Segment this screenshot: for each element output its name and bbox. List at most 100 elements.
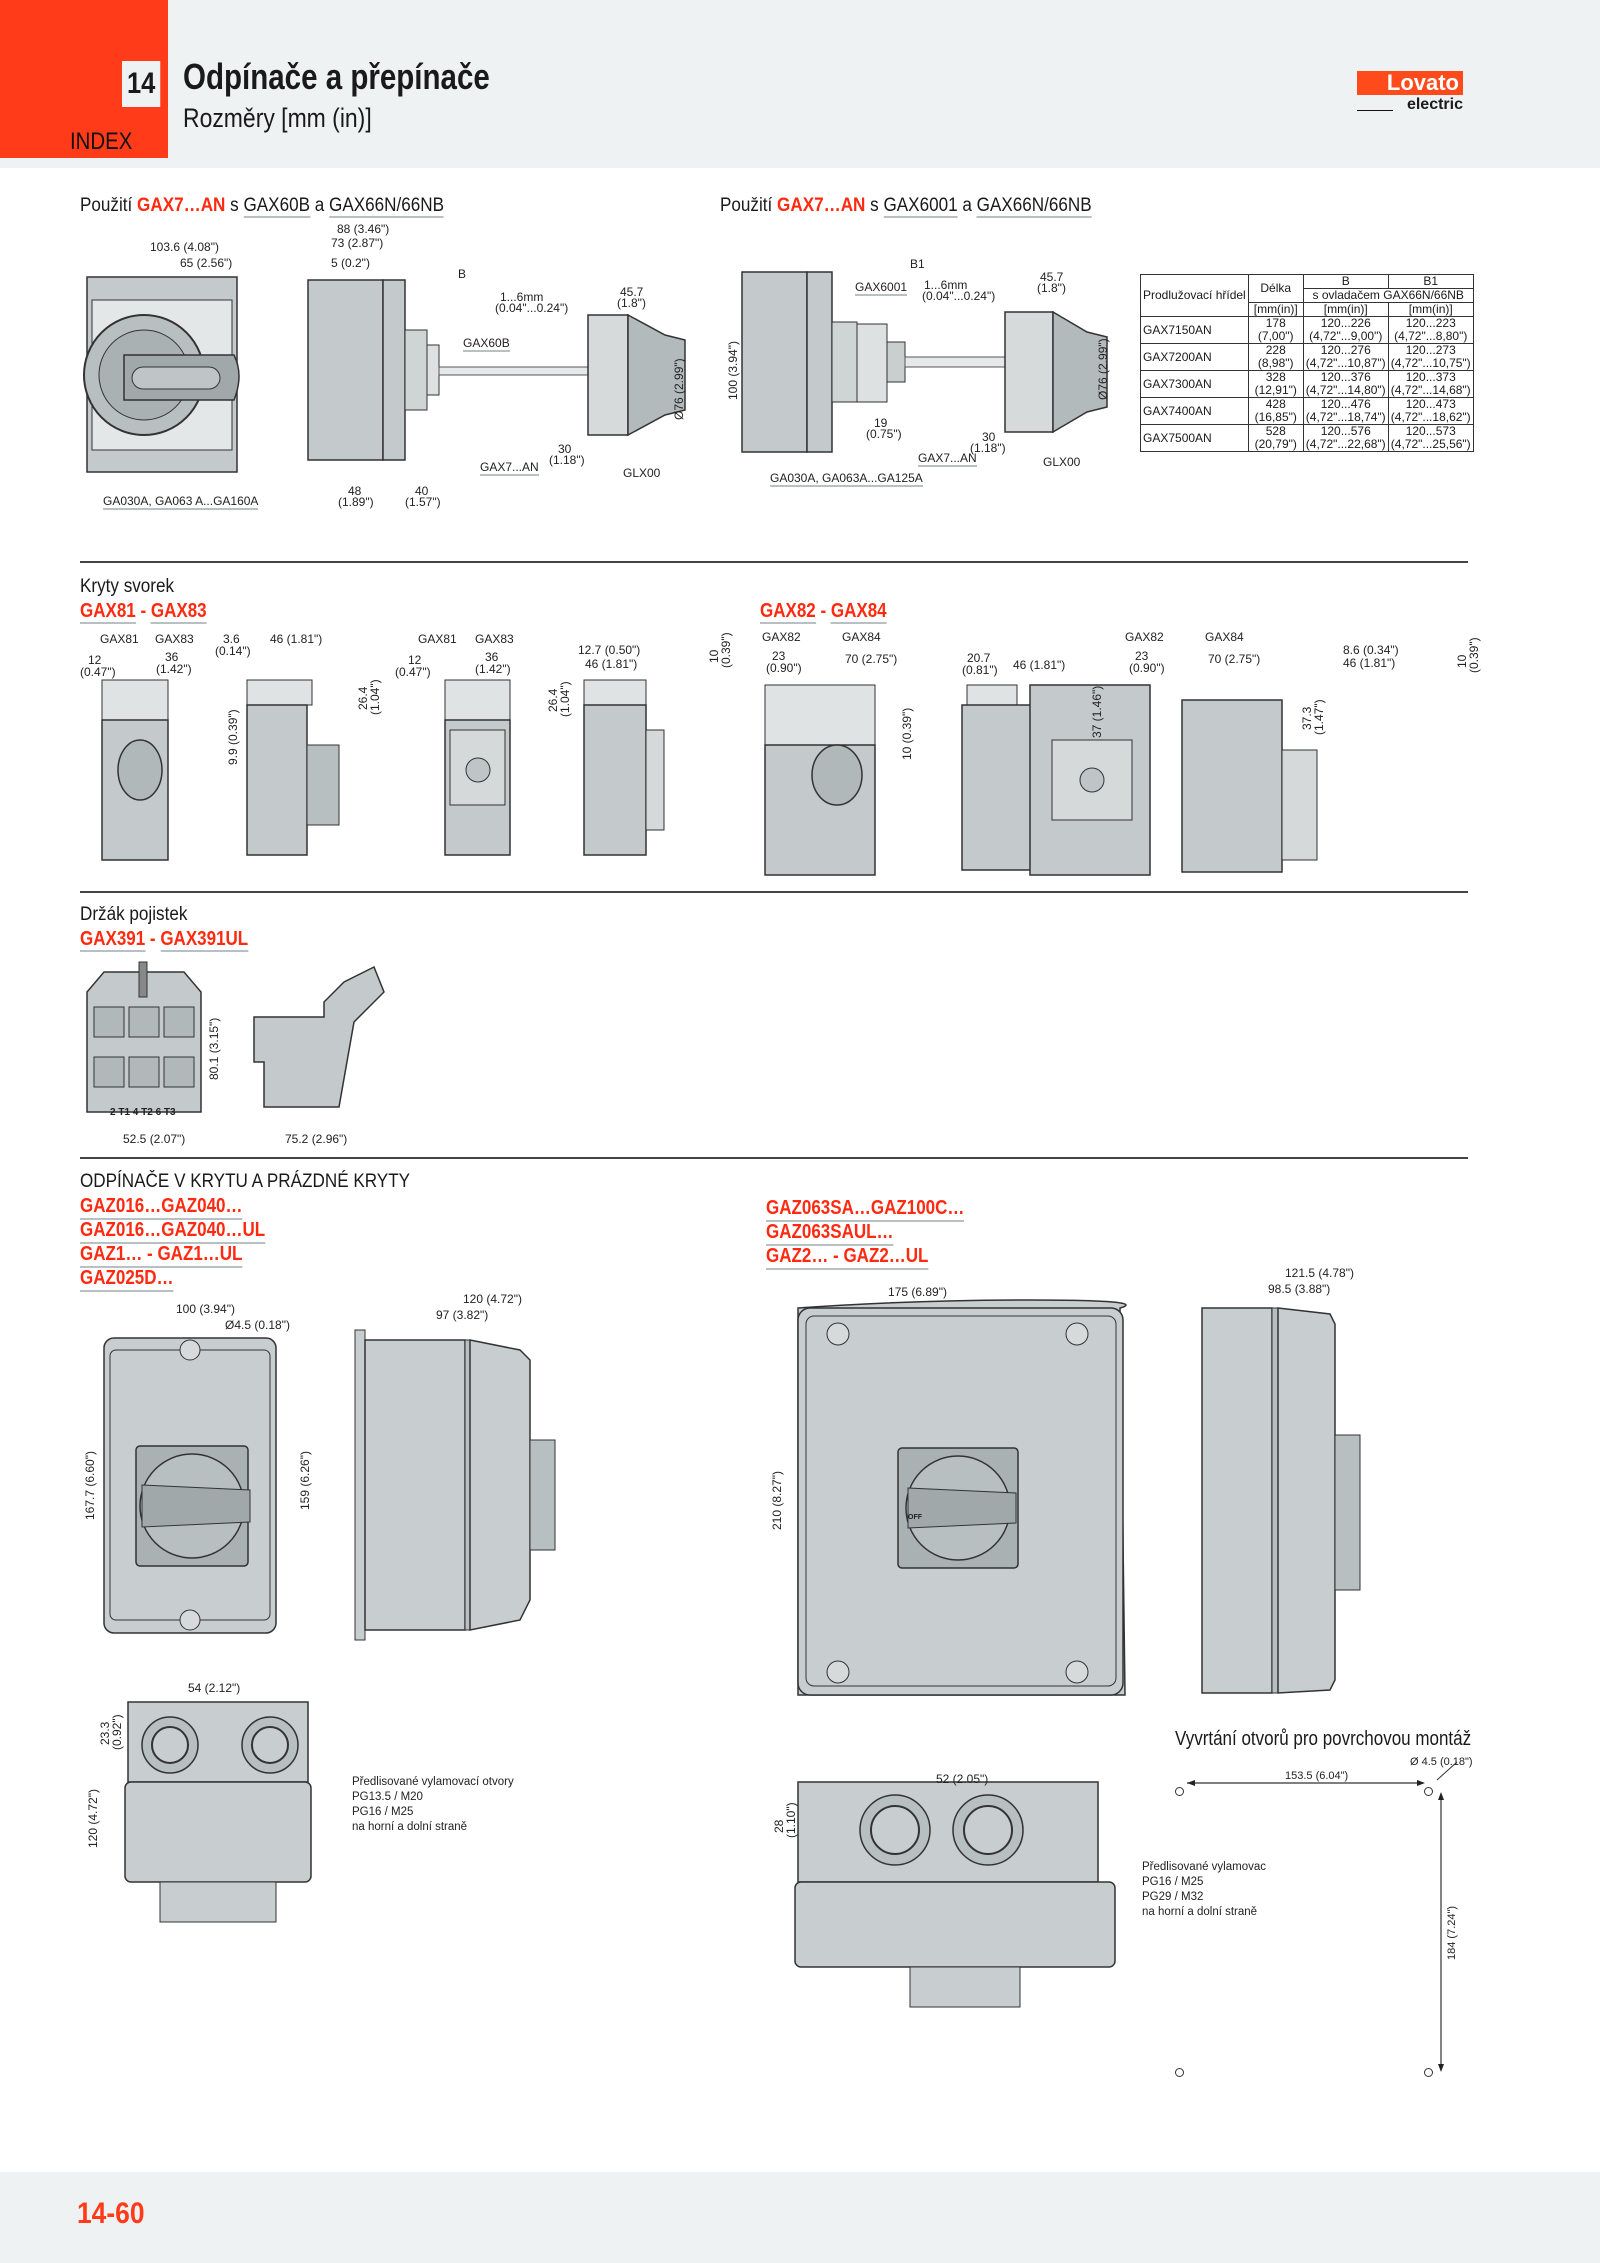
label-gax6001: GAX6001 [855, 280, 908, 296]
dim-28-in: (1.10") [784, 1802, 798, 1838]
len-mm: 428 [1265, 397, 1286, 411]
terminal-cover-drawings [101, 679, 665, 861]
dim-48: 48 [348, 484, 362, 498]
b-mm: 120...376 [1320, 370, 1371, 384]
label-glx00: GLX00 [623, 466, 661, 480]
dim-159: 159 (6.26") [298, 1451, 312, 1510]
label-gax84-b: GAX84 [1205, 630, 1244, 644]
title-text: s [225, 195, 244, 216]
label-gax82-b: GAX82 [1125, 630, 1164, 644]
label-gax7an: GAX7...AN [480, 460, 539, 476]
dim-45-7-b: 45.7 [1040, 270, 1064, 284]
b1-mm: 120...223 [1405, 316, 1456, 330]
dim-45-7: 45.7 [620, 285, 644, 299]
index-link[interactable]: INDEX [70, 128, 133, 155]
b1-in: (4,72"...8,80") [1394, 329, 1468, 343]
dim-120: 120 (4.72") [463, 1292, 522, 1306]
dim-76-b: Ø76 (2.99") [1096, 338, 1110, 400]
len-in: (16,85") [1254, 410, 1297, 424]
dim-88: 88 (3.46") [337, 222, 390, 236]
dim-52-5: 52.5 (2.07") [123, 1132, 186, 1146]
dim-20-7-in: (0.81") [962, 663, 998, 677]
terminal-labels: 2 T1 4 T2 6 T3 [110, 1107, 176, 1118]
dim-12-in: (0.47") [80, 665, 116, 679]
dim-46-b: 46 (1.81") [585, 657, 638, 671]
b-in: (4,72"...22,68") [1305, 437, 1386, 451]
dim-70: 70 (2.75") [845, 652, 898, 666]
cell-b: 120...476(4,72"...18,74") [1302, 397, 1389, 425]
page-title: Odpínače a přepínače [183, 56, 490, 97]
table-row: GAX7400AN 428(16,85") 120...476(4,72"...… [1140, 397, 1474, 425]
dim-153-5: 153.5 (6.04") [1285, 1770, 1349, 1782]
title-link[interactable]: GAX66N/66NB [976, 195, 1092, 218]
dim-37-3-in: (1.47") [1312, 699, 1326, 735]
head-link[interactable]: GAX81 [80, 600, 136, 624]
len-mm: 328 [1265, 370, 1286, 384]
head-sep: - [135, 600, 151, 622]
section4-left-head-3[interactable]: GAZ1… - GAZ1…UL [80, 1242, 243, 1268]
cell-b: 120...376(4,72"...14,80") [1302, 370, 1389, 398]
dim-30-b: 30 [982, 430, 996, 444]
section4-right-head-3[interactable]: GAZ2… - GAZ2…UL [766, 1244, 929, 1270]
dim-12: 12 [88, 653, 102, 667]
cell-len: 228(8,98") [1247, 343, 1304, 371]
title-link[interactable]: GAX60B [243, 195, 311, 218]
title-red: GAX7…AN [137, 195, 226, 216]
head-link[interactable]: GAX83 [150, 600, 207, 624]
note-line: PG16 / M25 [1142, 1876, 1204, 1888]
dim-23-in: (0.90") [766, 661, 802, 675]
label-gax83: GAX83 [155, 632, 194, 646]
cell-len: 178(7,00") [1247, 316, 1304, 344]
title-text: a [957, 195, 977, 216]
switch-front-drawing [83, 276, 240, 473]
len-in: (7,00") [1257, 329, 1294, 343]
mounting-hole [1424, 1787, 1433, 1796]
b1-mm: 120...473 [1405, 397, 1456, 411]
note-line: PG13.5 / M20 [352, 1791, 423, 1803]
dim-65: 65 (2.56") [180, 256, 233, 270]
dim-40: 40 [415, 484, 429, 498]
head-link[interactable]: GAX84 [830, 600, 887, 624]
dim-3-6-in: (0.14") [215, 644, 251, 658]
dim-drill-4-5: Ø 4.5 (0.18") [1410, 1756, 1473, 1768]
b1-in: (4,72"...14,68") [1390, 383, 1471, 397]
dim-23: 23 [772, 649, 786, 663]
cell-len: 528(20,79") [1247, 424, 1304, 452]
dim-46: 46 (1.81") [270, 632, 323, 646]
dim-37: 37 (1.46") [1090, 685, 1104, 738]
section1-left-title: Použití GAX7…AN s GAX60B a GAX66N/66NB [80, 195, 445, 218]
section4-right-head-2[interactable]: GAZ063SAUL… [766, 1220, 894, 1246]
note-line: PG29 / M32 [1142, 1891, 1204, 1903]
section4-right-head-1[interactable]: GAZ063SA…GAZ100C… [766, 1196, 965, 1222]
b-mm: 120...476 [1320, 397, 1371, 411]
th-unit: [mm(in)] [1387, 302, 1474, 317]
title-link[interactable]: GAX6001 [883, 195, 958, 218]
dim-46-c: 46 (1.81") [1013, 658, 1066, 672]
section1-right-title: Použití GAX7…AN s GAX6001 a GAX66N/66NB [720, 195, 1092, 218]
title-link[interactable]: GAX66N/66NB [329, 195, 445, 218]
knockout-note: Předlisované vylamovací otvory PG13.5 / … [352, 1775, 514, 1835]
cell-b1: 120...273(4,72"...10,75") [1387, 343, 1474, 371]
dim-1-6-b: 1...6mm [924, 278, 968, 292]
extension-shaft-table: Prodlužovací hřídel Délka B B1 s ovladač… [1140, 274, 1474, 452]
b1-mm: 120...573 [1405, 424, 1456, 438]
section4-left-head-2[interactable]: GAZ016…GAZ040…UL [80, 1218, 266, 1244]
dim-23-3-in: (0.92") [110, 1714, 124, 1750]
b-in: (4,72"...14,80") [1305, 383, 1386, 397]
section3-head: GAX391 - GAX391UL [80, 927, 249, 952]
dim-12-7: 12.7 (0.50") [578, 643, 641, 657]
dim-73: 73 (2.87") [331, 236, 384, 250]
head-link[interactable]: GAX391UL [160, 928, 249, 952]
footer-band [0, 2172, 1600, 2263]
section4-left-head-1[interactable]: GAZ016…GAZ040… [80, 1194, 243, 1220]
dim-36-in: (1.42") [156, 662, 192, 676]
header-band [0, 0, 1600, 168]
section4-left-head-4[interactable]: GAZ025D… [80, 1266, 174, 1292]
brand-name: Lovato [1386, 70, 1459, 95]
len-in: (12,91") [1254, 383, 1297, 397]
title-text: Použití [80, 195, 138, 216]
head-link[interactable]: GAX82 [760, 600, 816, 624]
dim-120-v: 120 (4.72") [86, 1789, 100, 1848]
brand-sub: electric [1406, 96, 1463, 113]
head-link[interactable]: GAX391 [80, 928, 146, 952]
